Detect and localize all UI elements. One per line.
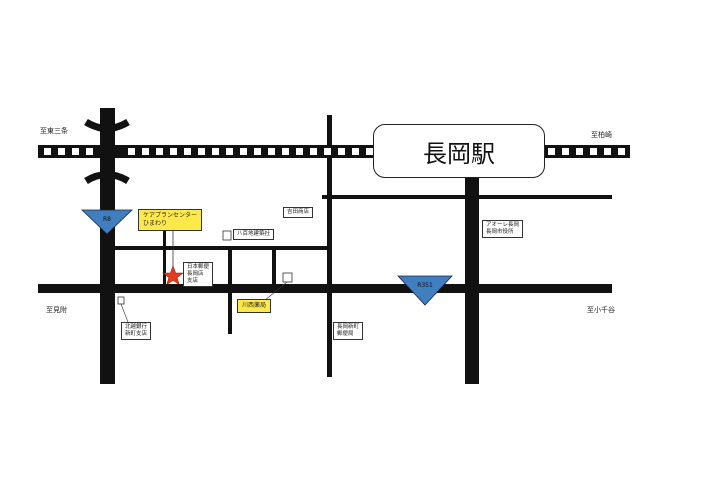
rail-tie xyxy=(142,148,149,155)
landmark-school: 八百地建築社 xyxy=(233,229,275,240)
rail-tie xyxy=(310,148,317,155)
road-side-vertical-1 xyxy=(228,250,232,334)
rail-tie xyxy=(184,148,191,155)
landmark-bank: 北越銀行 新町支店 xyxy=(121,322,152,340)
route-marker-r351: R351 xyxy=(397,275,453,306)
road-minor-horizontal xyxy=(115,246,330,250)
pin-school xyxy=(222,230,232,241)
rail-tie xyxy=(352,148,359,155)
rail-tie xyxy=(212,148,219,155)
rail-tie xyxy=(590,148,597,155)
rail-tie xyxy=(618,148,625,155)
rail-tie xyxy=(86,148,93,155)
road-upper-horizontal xyxy=(322,195,612,199)
rail-tie xyxy=(72,148,79,155)
route-r8-label: R8 xyxy=(103,216,111,223)
road-r351-vertical xyxy=(465,178,479,384)
destination-name-line2: ひまわり xyxy=(143,220,168,227)
underpass xyxy=(84,118,130,185)
rail-tie xyxy=(338,148,345,155)
landmark-pharmacy: 川西薬局 xyxy=(237,299,272,313)
destination-label: ケアプランセンター ひまわり xyxy=(138,209,203,231)
destination-name-line1: ケアプランセンター xyxy=(143,212,198,219)
destination-star-icon xyxy=(162,265,184,286)
rail-tie xyxy=(576,148,583,155)
direction-east: 至小千谷 xyxy=(587,306,615,314)
rail-tie xyxy=(268,148,275,155)
rail-tie xyxy=(156,148,163,155)
rail-tie xyxy=(324,148,331,155)
landmark-restaurant: 吉田商店 xyxy=(283,207,314,218)
rail-tie xyxy=(296,148,303,155)
rail-tie xyxy=(128,148,135,155)
rail-tie xyxy=(604,148,611,155)
road-small-vertical xyxy=(163,226,166,288)
road-main-horizontal xyxy=(38,284,612,293)
route-r351-label: R351 xyxy=(417,282,433,289)
nagaoka-station-label: 長岡駅 xyxy=(373,124,545,178)
rail-tie xyxy=(548,148,555,155)
rail-tie xyxy=(198,148,205,155)
rail-tie xyxy=(170,148,177,155)
direction-nw: 至東三条 xyxy=(40,127,68,135)
railway-ties xyxy=(44,148,625,155)
rail-tie xyxy=(366,148,373,155)
pin-pharmacy xyxy=(282,272,293,283)
landmark-small-near: 日本郵便 長岡店 支店 xyxy=(183,262,214,287)
direction-west: 至見附 xyxy=(46,306,67,314)
rail-tie xyxy=(240,148,247,155)
rail-tie xyxy=(282,148,289,155)
landmark-post-office: 長岡新町 郵便局 xyxy=(333,322,364,340)
direction-ne: 至柏崎 xyxy=(591,131,612,139)
pin-bank xyxy=(117,296,125,305)
landmark-aeon: アオーレ長岡 長岡市役所 xyxy=(482,220,524,238)
rail-tie xyxy=(58,148,65,155)
rail-tie xyxy=(562,148,569,155)
rail-tie xyxy=(44,148,51,155)
road-side-vertical-2 xyxy=(272,250,276,290)
rail-tie xyxy=(226,148,233,155)
rail-tie xyxy=(254,148,261,155)
roads xyxy=(38,108,612,384)
route-marker-r8: R8 xyxy=(81,209,133,235)
